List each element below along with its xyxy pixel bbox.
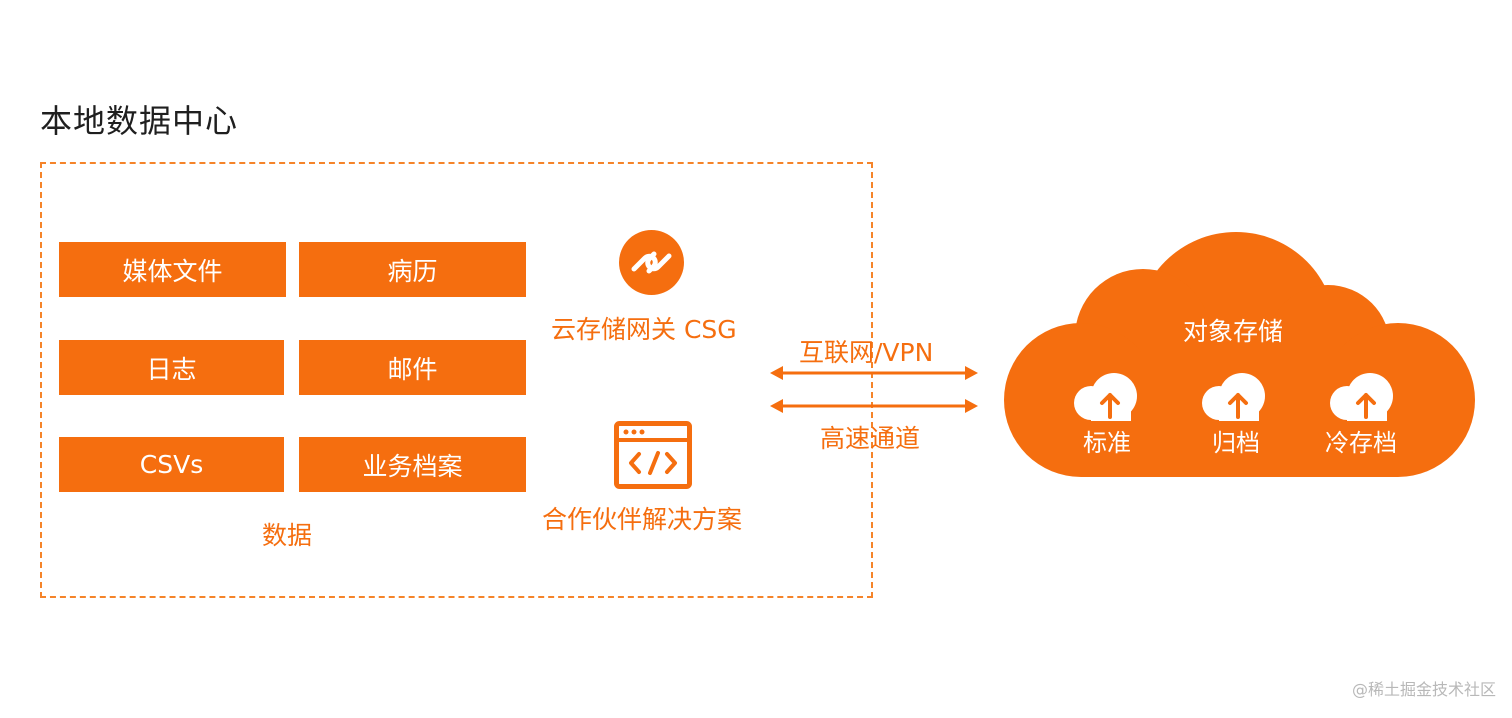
data-group-label: 数据 — [262, 521, 313, 550]
double-arrow-icon — [770, 364, 978, 382]
tile-business-archives: 业务档案 — [299, 437, 526, 492]
cloud-upload-icon — [1330, 373, 1402, 421]
internet-vpn-label: 互联网/VPN — [799, 338, 934, 367]
tier-standard-label: 标准 — [1083, 429, 1131, 457]
tile-medical-records: 病历 — [299, 242, 526, 297]
partner-label: 合作伙伴解决方案 — [542, 505, 743, 534]
tile-csvs: CSVs — [59, 437, 284, 492]
datacenter-boundary — [40, 162, 873, 598]
gateway-link-icon — [619, 230, 684, 295]
cloud-upload-icon — [1202, 373, 1274, 421]
page-title: 本地数据中心 — [40, 102, 239, 140]
csg-label: 云存储网关 CSG — [551, 315, 737, 344]
express-connect-label: 高速通道 — [820, 424, 921, 453]
tier-cold-archive-label: 冷存档 — [1325, 429, 1397, 457]
double-arrow-icon — [770, 397, 978, 415]
watermark: @稀土掘金技术社区 — [1351, 680, 1496, 699]
tile-media-files: 媒体文件 — [59, 242, 286, 297]
tile-mail: 邮件 — [299, 340, 526, 395]
code-window-icon — [614, 421, 692, 489]
cloud-title: 对象存储 — [1183, 317, 1284, 346]
tile-logs: 日志 — [59, 340, 284, 395]
cloud-upload-icon — [1074, 373, 1146, 421]
tier-archive-label: 归档 — [1212, 429, 1260, 457]
